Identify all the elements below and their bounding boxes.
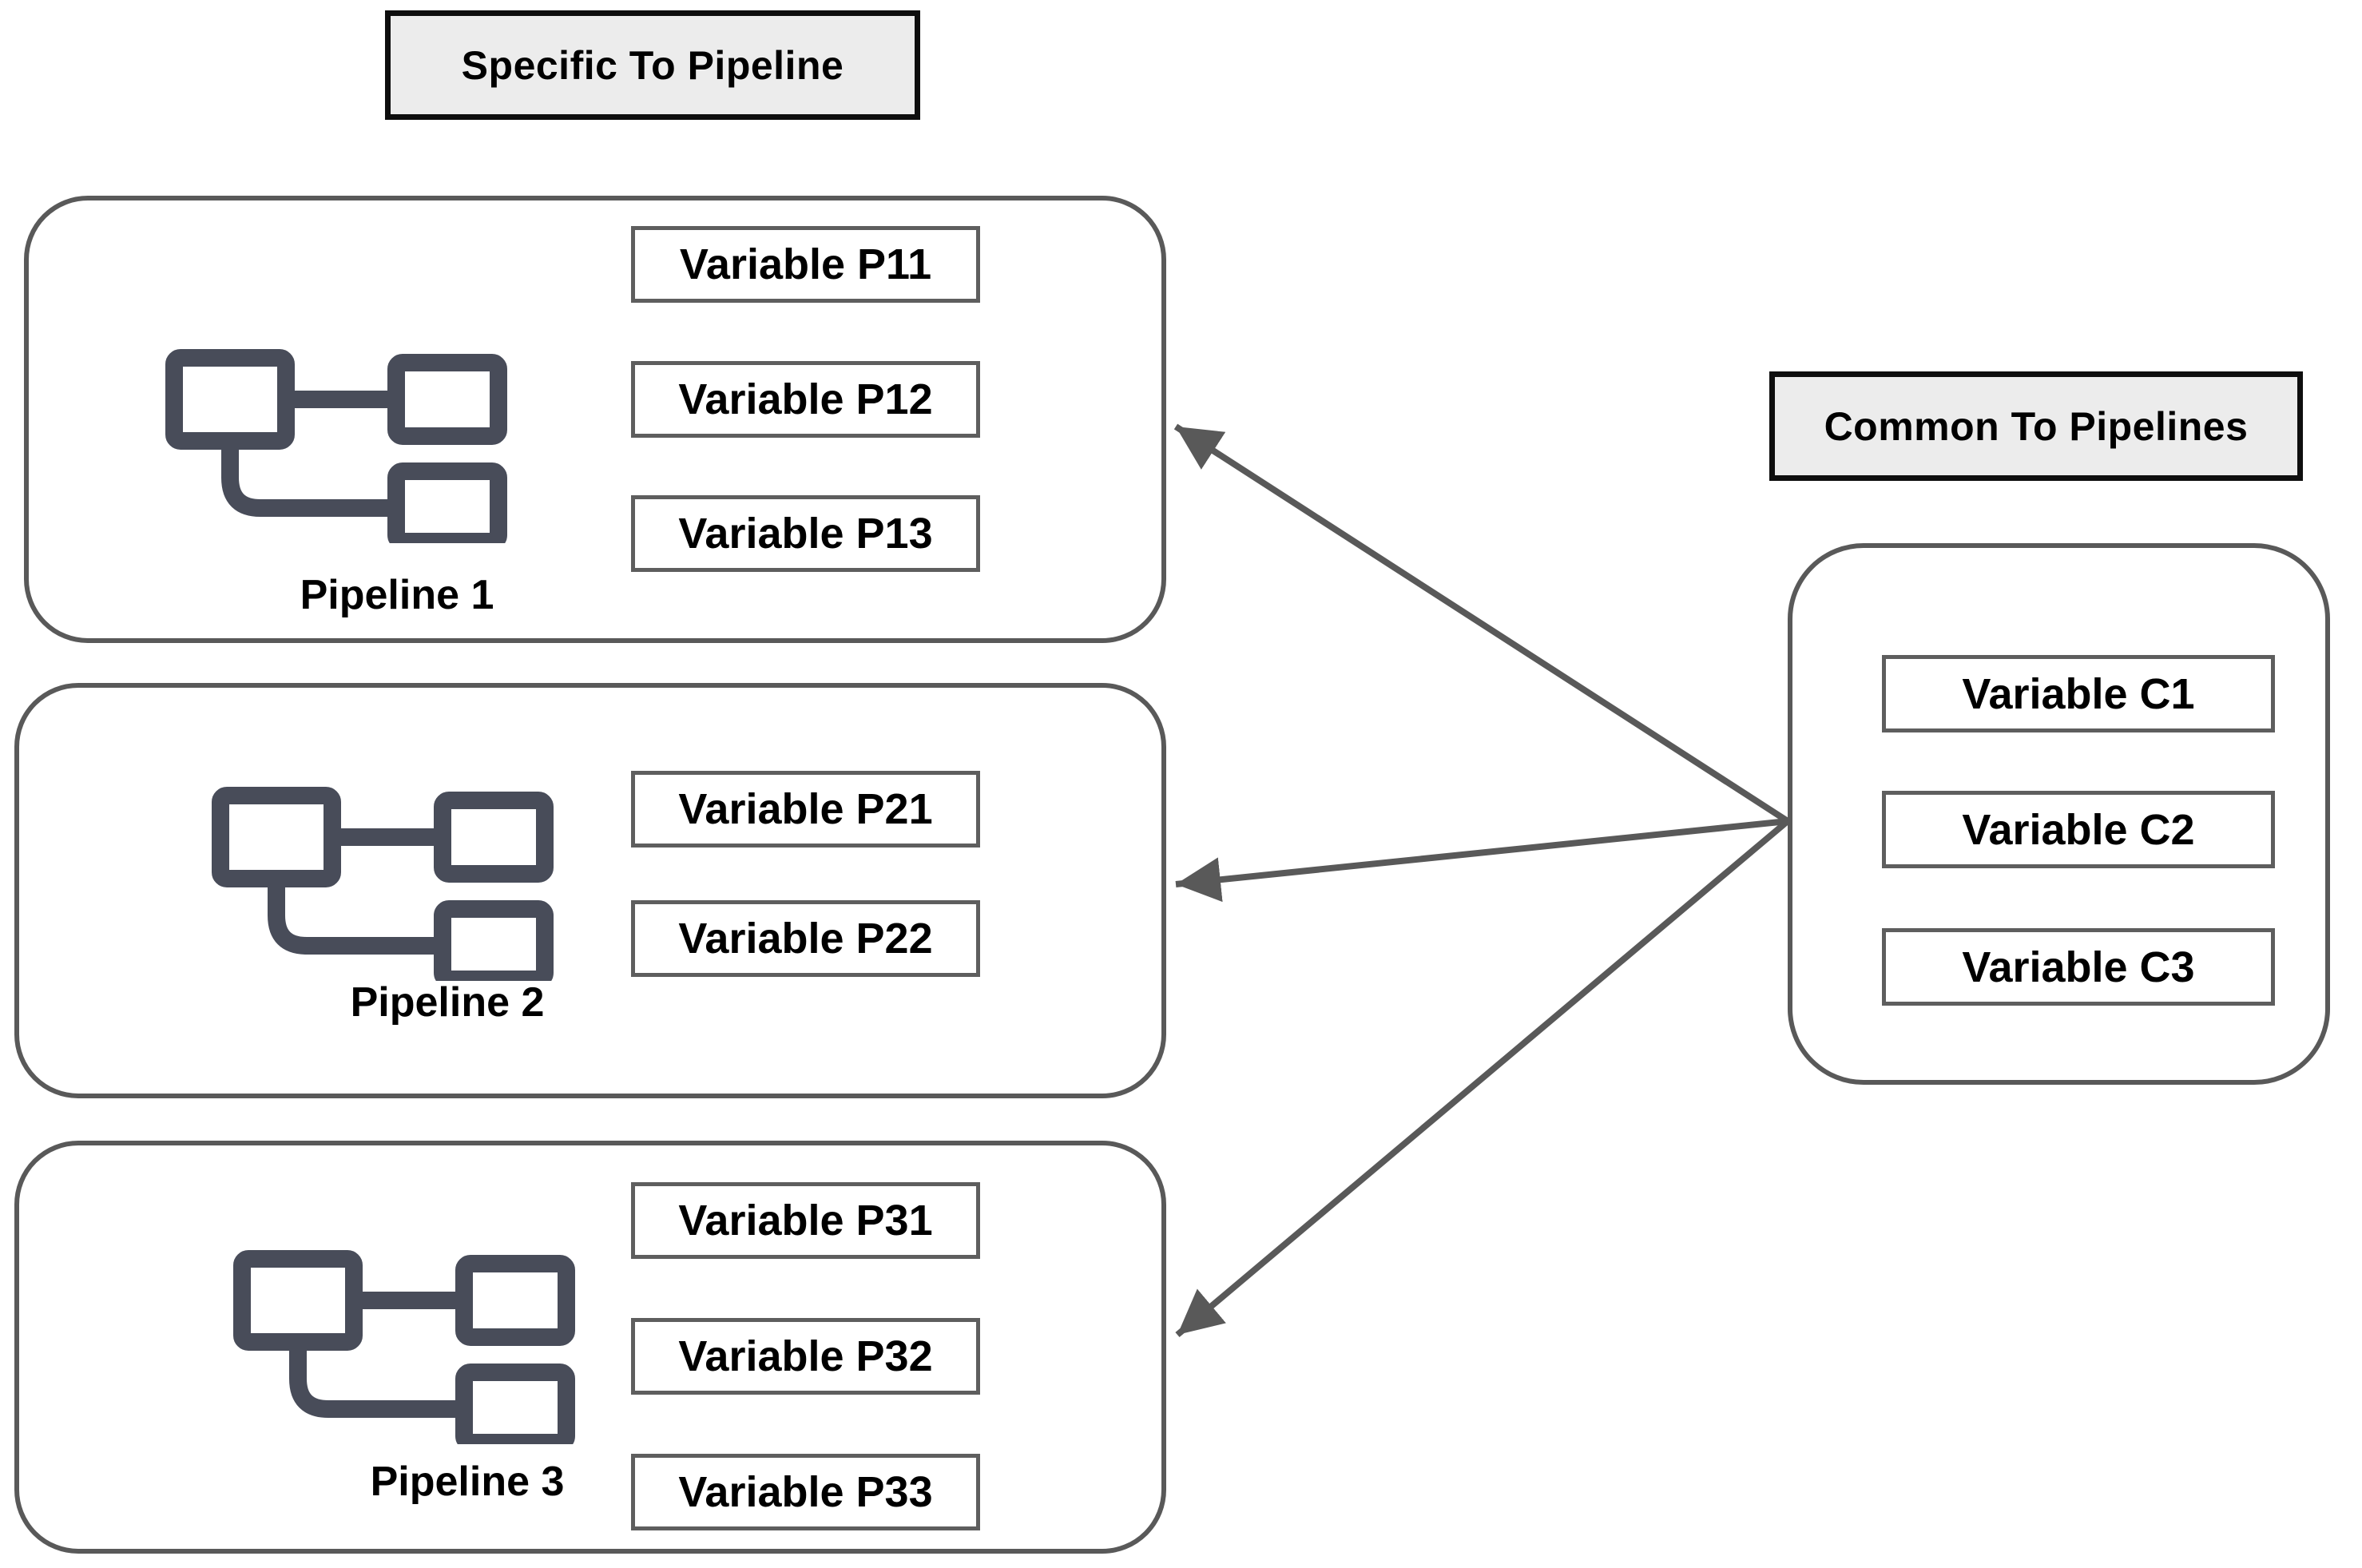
specific-to-pipeline-label: Specific To Pipeline	[385, 10, 920, 120]
variable-box-c3: Variable C3	[1882, 928, 2275, 1006]
pipeline-3-caption: Pipeline 3	[370, 1459, 565, 1505]
pipeline-2-caption: Pipeline 2	[350, 979, 545, 1026]
pipeline-1-flowchart-icon	[165, 349, 507, 543]
variable-box-c1: Variable C1	[1882, 655, 2275, 732]
variable-box-p13: Variable P13	[631, 495, 980, 572]
pipeline-2-flowchart-icon	[212, 787, 554, 981]
variable-box-p21: Variable P21	[631, 771, 980, 848]
arrow-common-to-pipeline-3	[1175, 818, 1790, 1338]
variable-box-p31: Variable P31	[631, 1182, 980, 1259]
pipeline-3-flowchart-icon	[233, 1250, 575, 1444]
variable-box-p33: Variable P33	[631, 1454, 980, 1530]
variable-box-p12: Variable P12	[631, 361, 980, 438]
variable-box-p32: Variable P32	[631, 1318, 980, 1395]
arrow-common-to-pipeline-1	[1173, 423, 1790, 824]
pipeline-1-caption: Pipeline 1	[300, 572, 494, 618]
pipeline-2-box	[14, 683, 1166, 1098]
variable-box-p11: Variable P11	[631, 226, 980, 303]
common-to-pipelines-label: Common To Pipelines	[1769, 371, 2303, 481]
arrow-common-to-pipeline-2	[1175, 818, 1788, 903]
variable-box-c2: Variable C2	[1882, 791, 2275, 868]
variable-box-p22: Variable P22	[631, 900, 980, 977]
